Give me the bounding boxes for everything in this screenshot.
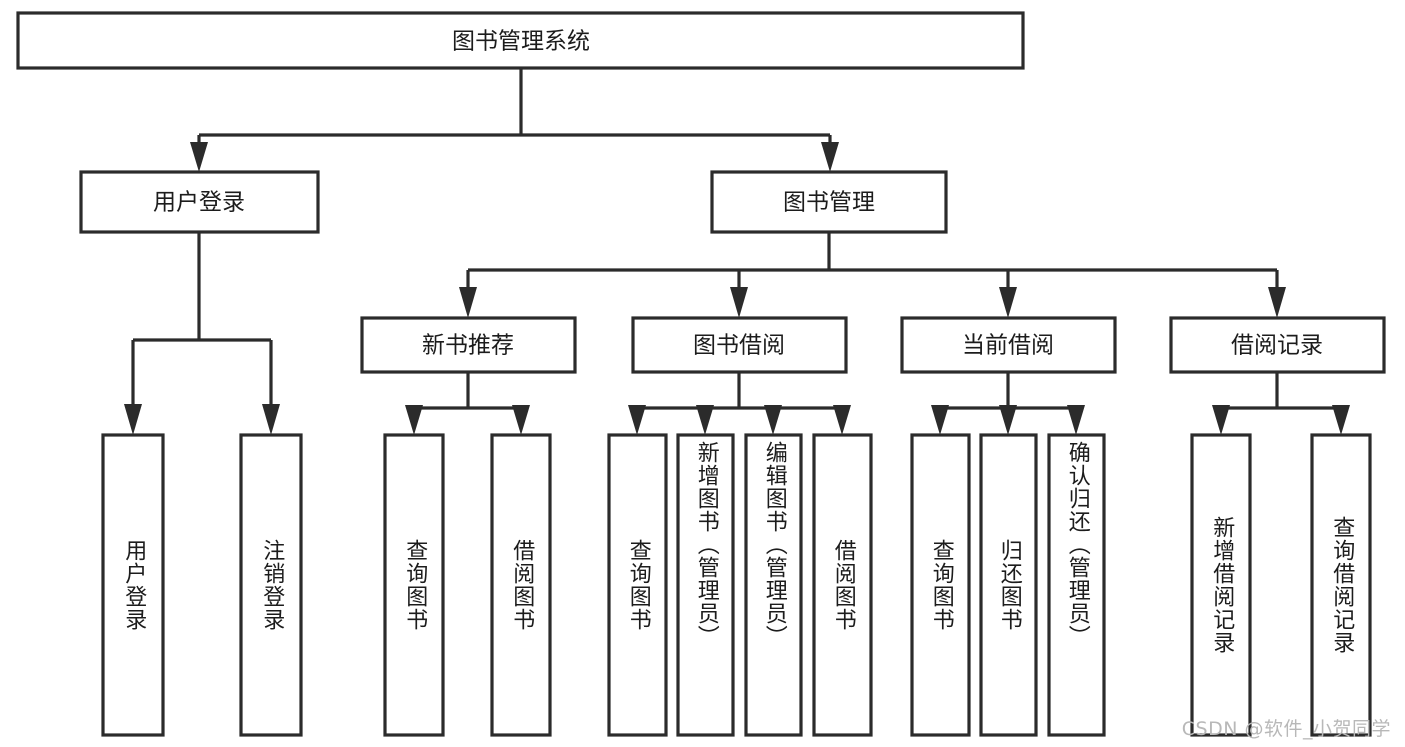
leaf-borrow-record-0-rect[interactable] — [1190, 433, 1252, 737]
leaf-user-login-0-rect[interactable] — [101, 433, 165, 737]
arrow-l3-3 — [1268, 287, 1286, 318]
node-book-borrow[interactable]: 图书借阅 — [631, 316, 848, 374]
connector-book-management-bus — [459, 232, 1286, 318]
arrow-bb-2 — [764, 405, 782, 435]
connector-new-book-recommend-bus — [405, 372, 530, 435]
leaf-book-borrow-1-rect[interactable] — [676, 433, 735, 737]
connector-current-borrow-bus — [931, 372, 1085, 435]
leaf-new-book-recommend-1-rect[interactable] — [490, 433, 552, 737]
arrow-nbr-0 — [405, 405, 423, 435]
arrow-l3-1 — [730, 287, 748, 318]
node-book-borrow-label: 图书借阅 — [693, 333, 785, 359]
connector-book-borrow-bus — [628, 372, 851, 435]
arrow-cb-2 — [1067, 405, 1085, 435]
arrow-bb-1 — [696, 405, 714, 435]
node-current-borrow-label: 当前借阅 — [962, 333, 1054, 359]
arrow-bookmgmt — [821, 142, 839, 172]
leaf-current-borrow-0-rect[interactable] — [910, 433, 971, 737]
node-new-book-recommend-rect[interactable] — [360, 316, 577, 374]
node-borrow-record[interactable]: 借阅记录 — [1169, 316, 1386, 374]
csdn-watermark: CSDN @软件_小贺同学 — [1181, 718, 1391, 740]
arrow-cb-0 — [931, 405, 949, 435]
node-book-borrow-rect[interactable] — [631, 316, 848, 374]
node-root-rect[interactable] — [16, 11, 1025, 70]
arrow-bb-0 — [628, 405, 646, 435]
leaf-book-borrow-2-rect[interactable] — [744, 433, 803, 737]
leaf-borrow-record-1-rect[interactable] — [1310, 433, 1372, 737]
node-borrow-record-rect[interactable] — [1169, 316, 1386, 374]
leaf-user-login-1-rect[interactable] — [239, 433, 303, 737]
arrow-nbr-1 — [512, 405, 530, 435]
node-user-login-label: 用户登录 — [153, 190, 245, 216]
leaf-current-borrow-2-rect[interactable] — [1047, 433, 1106, 737]
arrow-userlogin — [190, 142, 208, 172]
node-book-management-label: 图书管理 — [783, 190, 875, 216]
leaf-current-borrow-1-rect[interactable] — [979, 433, 1038, 737]
arrow-leaf-ul-0 — [124, 404, 142, 435]
node-current-borrow[interactable]: 当前借阅 — [900, 316, 1117, 374]
arrow-l3-2 — [999, 287, 1017, 318]
node-current-borrow-rect[interactable] — [900, 316, 1117, 374]
connector-user-login-bus — [124, 232, 280, 435]
arrow-leaf-ul-1 — [262, 404, 280, 435]
arrow-l3-0 — [459, 287, 477, 318]
leaf-book-borrow-3-rect[interactable] — [812, 433, 873, 737]
node-book-management[interactable]: 图书管理 — [710, 170, 948, 234]
node-new-book-recommend-label: 新书推荐 — [422, 333, 514, 359]
node-borrow-record-label: 借阅记录 — [1231, 333, 1323, 359]
node-user-login[interactable]: 用户登录 — [79, 170, 320, 234]
connector-borrow-record-bus — [1212, 372, 1350, 435]
leaf-new-book-recommend-0-rect[interactable] — [383, 433, 445, 737]
arrow-bb-3 — [833, 405, 851, 435]
connector-root-bus — [190, 68, 839, 172]
arrow-cb-1 — [999, 405, 1017, 435]
arrow-br-1 — [1332, 405, 1350, 435]
node-root-label: 图书管理系统 — [452, 29, 590, 55]
node-new-book-recommend[interactable]: 新书推荐 — [360, 316, 577, 374]
leaf-book-borrow-0-rect[interactable] — [607, 433, 668, 737]
arrow-br-0 — [1212, 405, 1230, 435]
node-book-management-rect[interactable] — [710, 170, 948, 234]
node-root[interactable]: 图书管理系统 — [16, 11, 1025, 70]
